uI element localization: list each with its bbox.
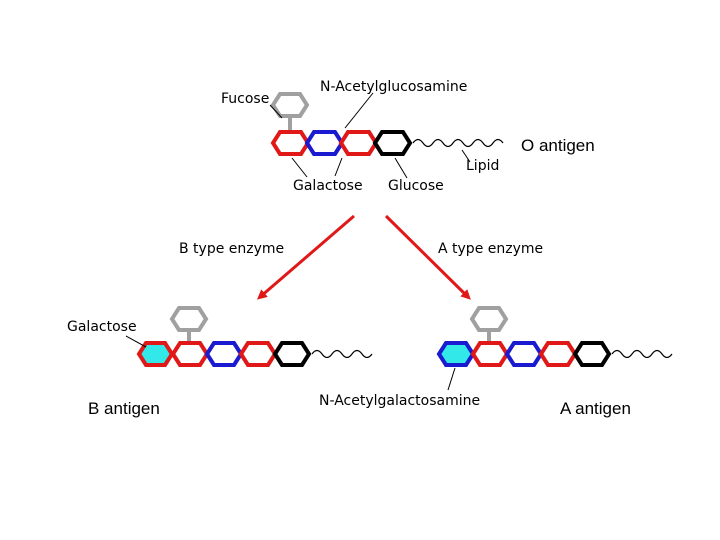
galactose-hexagon [270, 130, 311, 156]
b-n-acetylglucosamine-hexagon [204, 341, 244, 367]
b-fucose-hexagon [169, 306, 209, 332]
galactose-left-label: Galactose [67, 319, 137, 335]
galactose-left-leader [125, 335, 147, 348]
a-glucose-hexagon [572, 341, 612, 367]
a-galactose-hexagon-2 [538, 341, 578, 367]
a-n-acetylglucosamine-hexagon [504, 341, 544, 367]
b-antigen-label: B antigen [88, 399, 160, 418]
b-galactose-hexagon-2 [238, 341, 278, 367]
a-type-enzyme-label: A type enzyme [438, 241, 543, 257]
b-antigen-structure [136, 306, 373, 367]
n-acetylgalactosamine-leader [447, 367, 456, 391]
n-acetylglucosamine-hexagon [304, 130, 345, 156]
b-added-galactose-hexagon [136, 341, 175, 367]
a-enzyme-arrow [384, 214, 471, 300]
top-leader-lines [269, 92, 471, 179]
b-galactose-hexagon [170, 341, 210, 367]
b-lipid-tail [311, 349, 373, 359]
a-fucose-hexagon [469, 306, 509, 332]
galactose-top-label: Galactose [293, 178, 363, 194]
lipid-tail [412, 138, 504, 148]
b-glucose-hexagon [272, 341, 312, 367]
a-antigen-structure [436, 306, 673, 367]
galactose-hexagon-2 [338, 130, 379, 156]
o-antigen-label: O antigen [521, 136, 595, 155]
lipid-label: Lipid [466, 158, 499, 174]
a-galactose-hexagon [470, 341, 510, 367]
n-acetylgalactosamine-label: N-Acetylgalactosamine [319, 393, 480, 409]
a-lipid-tail [611, 349, 673, 359]
glucose-hexagon [372, 130, 413, 156]
b-enzyme-arrow [256, 214, 355, 300]
o-antigen-structure [270, 92, 504, 156]
a-n-acetylgalactosamine-hexagon [436, 341, 476, 367]
a-antigen-label: A antigen [560, 399, 631, 418]
glucose-label: Glucose [388, 178, 444, 194]
b-type-enzyme-label: B type enzyme [179, 241, 284, 257]
fucose-hexagon [270, 92, 310, 118]
fucose-label: Fucose [221, 91, 269, 107]
n-acetylglucosamine-label: N-Acetylglucosamine [320, 79, 467, 95]
